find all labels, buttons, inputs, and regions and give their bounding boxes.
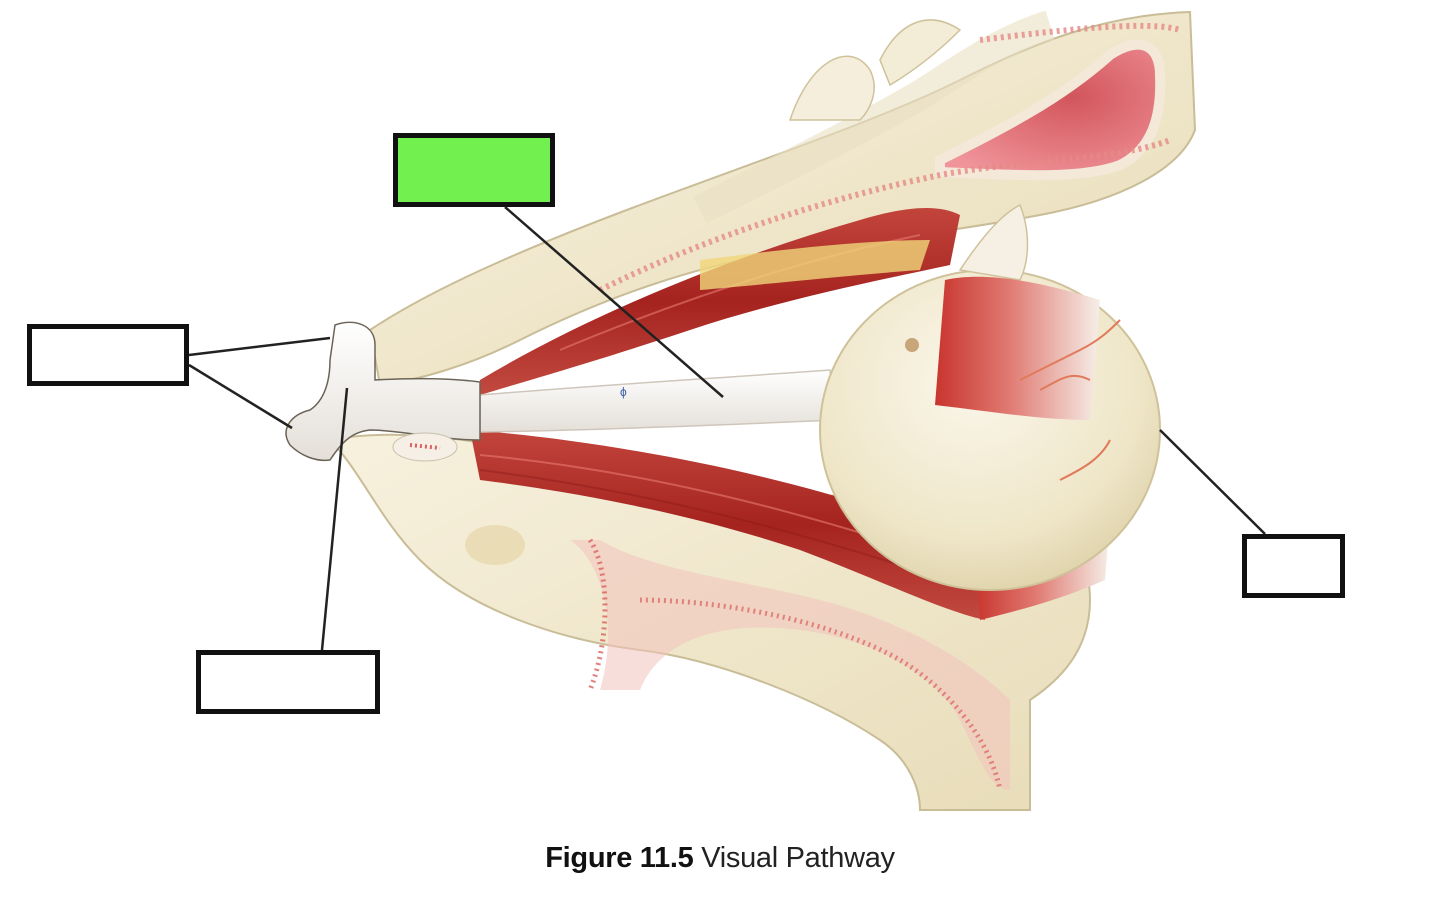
frontal-sinus — [598, 22, 1181, 293]
leader-line-right — [1159, 429, 1266, 535]
superior-rectus-muscle — [480, 208, 960, 395]
optic-nerve: ϕ — [479, 369, 836, 433]
label-box-left-upper[interactable] — [27, 324, 189, 386]
figure-caption: Figure 11.5 Visual Pathway — [0, 842, 1440, 875]
optic-chiasma — [285, 321, 481, 462]
label-box-optic-nerve-highlighted[interactable] — [393, 133, 555, 207]
eyeball — [819, 203, 1161, 591]
caption-number: Figure 11.5 — [545, 842, 694, 874]
label-box-left-lower[interactable] — [196, 650, 380, 714]
leader-line-top — [504, 206, 724, 398]
leader-lines — [188, 206, 1266, 651]
leader-line-left-upper-b — [188, 363, 293, 430]
label-box-right[interactable] — [1242, 534, 1345, 598]
leader-line-left-upper-a — [188, 336, 331, 357]
caption-title: Visual Pathway — [693, 842, 895, 874]
leader-line-left-lower — [320, 387, 349, 651]
orbital-roof-bone — [368, 10, 1197, 387]
svg-text:ϕ: ϕ — [620, 385, 627, 399]
